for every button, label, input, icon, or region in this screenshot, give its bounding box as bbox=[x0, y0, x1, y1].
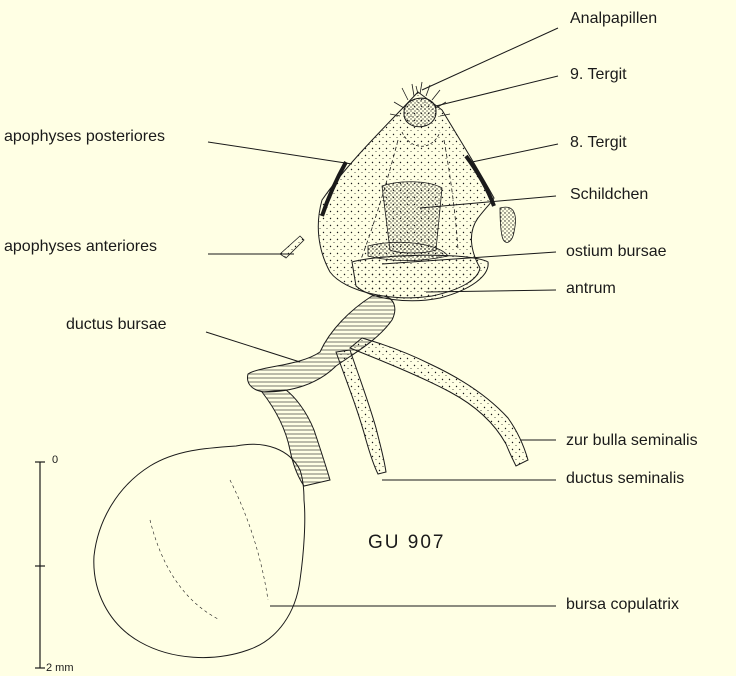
leader-tergit8 bbox=[472, 144, 558, 162]
label-tergit9: 9. Tergit bbox=[570, 66, 627, 84]
ductus-seminalis-shape bbox=[336, 350, 386, 474]
scale-label-bottom: 2 mm bbox=[46, 662, 74, 674]
analpapillen-shape bbox=[404, 98, 436, 127]
label-ostium-bursae: ostium bursae bbox=[566, 243, 667, 261]
right-appendage bbox=[500, 207, 515, 242]
label-antrum: antrum bbox=[566, 280, 616, 298]
scale-bar bbox=[35, 462, 45, 668]
label-zur-bulla-seminalis: zur bulla seminalis bbox=[566, 432, 698, 450]
leader-apophyses-posteriores bbox=[208, 142, 352, 164]
leader-tergit9 bbox=[436, 76, 558, 106]
leader-ductus-bursae bbox=[206, 332, 300, 362]
bursa-inner-lines bbox=[150, 480, 268, 620]
label-apophyses-anteriores: apophyses anteriores bbox=[4, 238, 157, 256]
label-schildchen: Schildchen bbox=[570, 186, 648, 204]
scale-label-top: 0 bbox=[52, 454, 58, 466]
label-tergit8: 8. Tergit bbox=[570, 134, 627, 152]
label-bursa-copulatrix: bursa copulatrix bbox=[566, 596, 679, 614]
apophyses-anteriores-stub bbox=[280, 236, 304, 258]
label-apophyses-posteriores: apophyses posteriores bbox=[4, 128, 165, 146]
antrum-shape bbox=[352, 255, 488, 300]
label-ductus-bursae: ductus bursae bbox=[66, 316, 167, 334]
ductus-bursae-lower bbox=[262, 390, 330, 486]
specimen-ref: GU 907 bbox=[368, 532, 445, 554]
label-ductus-seminalis: ductus seminalis bbox=[566, 470, 684, 488]
label-analpapillen: Analpapillen bbox=[570, 10, 657, 28]
bursa-copulatrix-shape bbox=[94, 444, 305, 657]
